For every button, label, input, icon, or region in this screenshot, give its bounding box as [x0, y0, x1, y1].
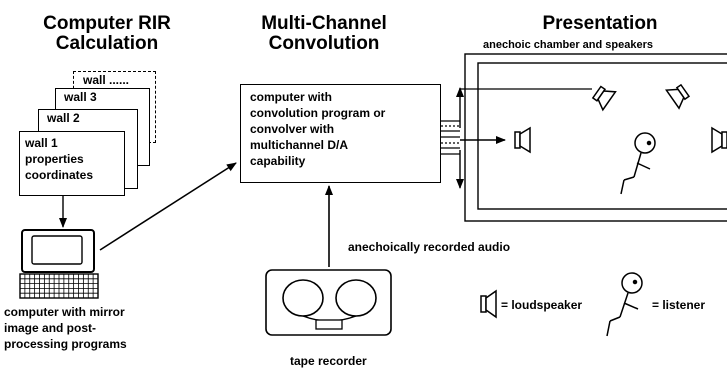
tape-recorder-label: tape recorder [290, 354, 367, 368]
convolution-heading-line1: Multi-Channel [261, 13, 387, 34]
rir-heading-line2: Calculation [55, 33, 159, 54]
computer-icon [21, 229, 95, 273]
convolution-heading-line2: Convolution [268, 33, 380, 54]
loudspeaker-left-icon [514, 126, 531, 154]
convolution-heading: Multi-Channel Convolution [244, 14, 404, 54]
convolver-line2: convolution program or [250, 106, 386, 120]
listener-icon [620, 132, 656, 195]
presentation-heading: Presentation [542, 13, 658, 34]
output-lines [441, 120, 460, 155]
computer-caption-line1: computer with mirror [4, 305, 125, 319]
keyboard-icon [19, 273, 99, 299]
legend-listener-icon [606, 272, 643, 337]
wall-card-1-line2: properties [25, 152, 84, 166]
legend-loudspeaker-label: = loudspeaker [501, 298, 583, 312]
legend-listener-label: = listener [652, 298, 706, 312]
loudspeaker-top-left-icon [591, 85, 617, 112]
convolver-box: computer with convolution program or con… [240, 84, 441, 183]
convolver-line5: capability [250, 154, 306, 168]
loudspeaker-top-right-icon [665, 83, 691, 110]
convolver-line4: multichannel D/A [250, 138, 349, 152]
wall-card-1: wall 1 properties coordinates [19, 131, 125, 196]
convolver-line1: computer with [250, 90, 333, 104]
rir-heading: Computer RIR Calculation [12, 14, 202, 54]
computer-to-convolver-arrow [99, 162, 237, 251]
wall-card-n-label: wall ...... [83, 73, 130, 87]
tape-recorder-icon [265, 269, 392, 336]
wall-card-3-label: wall 3 [64, 90, 97, 104]
legend-loudspeaker-icon [480, 289, 497, 319]
audio-label: anechoically recorded audio [348, 240, 511, 254]
rir-heading-line1: Computer RIR [43, 13, 171, 34]
loudspeaker-right-icon [711, 126, 727, 154]
wall-card-1-line3: coordinates [25, 168, 94, 182]
wall-card-2-label: wall 2 [47, 111, 80, 125]
convolver-line3: convolver with [250, 122, 335, 136]
computer-caption-line2: image and post- [4, 321, 97, 335]
presentation-subheading: anechoic chamber and speakers [483, 39, 653, 51]
computer-caption-line3: processing programs [4, 337, 127, 351]
wall-card-1-line1: wall 1 [25, 136, 58, 150]
